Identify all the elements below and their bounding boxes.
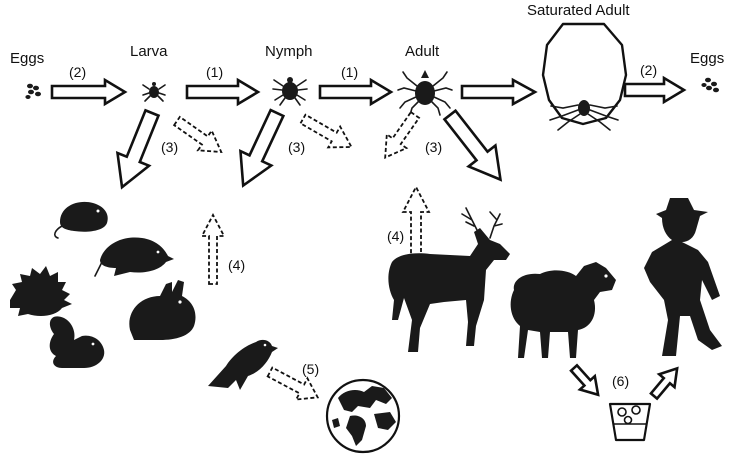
arrow-larva-to-small-mammals <box>115 108 161 190</box>
stage-label-larva: Larva <box>130 43 168 60</box>
arrow-eggs-to-larva <box>50 77 128 107</box>
deer-icon <box>388 207 510 352</box>
arrow-adult-to-saturated <box>460 77 538 107</box>
arrow-sheep-to-cup <box>569 363 600 397</box>
squirrel-icon <box>49 316 105 368</box>
step-label-bird-to-nymph: (4) <box>228 257 245 273</box>
arrow-nymph-to-adult <box>318 77 394 107</box>
tick-nymph-icon <box>272 77 308 106</box>
arrow-large-mammals-to-adult <box>401 185 431 256</box>
bird-icon <box>208 339 278 390</box>
stage-label-nymph: Nymph <box>265 43 313 60</box>
step-label-human-transmission: (6) <box>612 373 629 389</box>
egg-cluster-icon-end <box>701 77 719 93</box>
stage-label-saturated-adult: Saturated Adult <box>527 2 630 19</box>
arrow-nymph-to-hosts <box>238 108 286 188</box>
engorged-tick-icon <box>541 22 628 131</box>
step-label-large-mammals-to-adult: (4) <box>387 228 404 244</box>
arrow-cup-to-human <box>649 366 679 401</box>
arrow-bird-to-nymph <box>200 213 226 285</box>
arrow-larva-feed-dashed <box>172 115 223 153</box>
stage-label-adult: Adult <box>405 43 440 60</box>
step-label-larva-to-nymph: (1) <box>206 64 223 80</box>
arrow-bird-to-world <box>266 366 320 401</box>
arrow-adult-feed-dashed <box>384 110 421 160</box>
arrow-larva-to-nymph <box>185 77 261 107</box>
tick-larva-icon <box>142 82 166 102</box>
sheep-icon <box>510 262 616 358</box>
hedgehog-icon <box>10 266 72 316</box>
human-icon <box>644 198 722 356</box>
step-label-saturated-to-eggs: (2) <box>640 62 657 78</box>
egg-cluster-icon <box>25 83 41 99</box>
step-label-adult-to-large-mammals: (3) <box>425 139 442 155</box>
step-label-larva-to-small-mammals: (3) <box>161 139 178 155</box>
arrow-adult-to-large-mammals <box>442 108 503 182</box>
cup-icon <box>608 402 652 442</box>
tick-adult-icon <box>397 70 453 116</box>
globe-icon <box>325 378 401 454</box>
arrow-saturated-to-eggs <box>623 75 687 105</box>
arrow-nymph-feed-dashed <box>299 113 354 149</box>
stage-label-eggs-start: Eggs <box>10 50 44 67</box>
step-label-nymph-to-hosts: (3) <box>288 139 305 155</box>
shrew-icon <box>94 237 174 277</box>
step-label-nymph-to-adult: (1) <box>341 64 358 80</box>
stage-label-eggs-end: Eggs <box>690 50 724 67</box>
step-label-bird-to-world: (5) <box>302 361 319 377</box>
mole-icon <box>54 201 108 239</box>
rabbit-icon <box>129 280 196 340</box>
step-label-eggs-to-larva: (2) <box>69 64 86 80</box>
